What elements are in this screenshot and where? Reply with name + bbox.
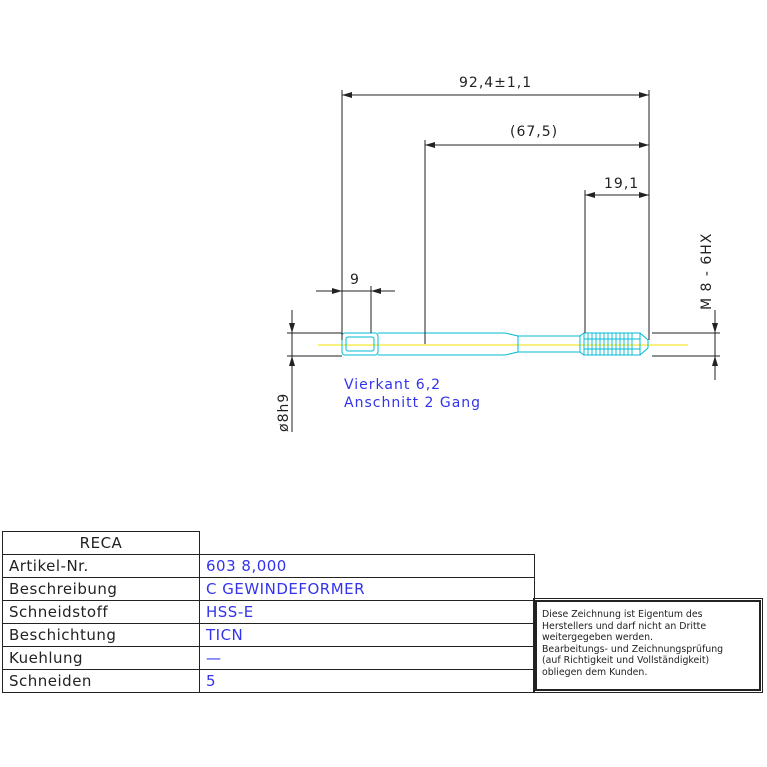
tool-body bbox=[341, 332, 649, 356]
note-chamfer: Anschnitt 2 Gang bbox=[344, 395, 481, 411]
disclaimer-line: Diese Zeichnung ist Eigentum des bbox=[542, 609, 703, 620]
disclaimer-line: (auf Richtigkeit und Vollständigkeit) bbox=[542, 655, 710, 666]
row-label: Kuehlung bbox=[2, 646, 200, 670]
table-row: Artikel-Nr. 603 8,000 bbox=[2, 554, 535, 578]
dim-overall-length-text: 92,4±1,1 bbox=[459, 75, 532, 91]
disclaimer-line: obliegen dem Kunden. bbox=[542, 666, 648, 678]
dim-square-length-text: 9 bbox=[350, 272, 360, 288]
row-label: Artikel-Nr. bbox=[2, 554, 200, 578]
row-label: Schneidstoff bbox=[2, 600, 200, 624]
dim-thread-length bbox=[584, 190, 649, 333]
brand-cell: RECA bbox=[2, 531, 200, 555]
row-label: Beschreibung bbox=[2, 577, 200, 601]
dim-thread-spec bbox=[652, 310, 720, 380]
disclaimer-line: weitergegeben werden. bbox=[542, 632, 654, 643]
table-row: Kuehlung — bbox=[2, 646, 535, 670]
disclaimer-box: Diese Zeichnung ist Eigentum des Herstel… bbox=[533, 598, 763, 693]
row-value: HSS-E bbox=[199, 600, 535, 624]
row-value: TICN bbox=[199, 623, 535, 647]
row-label: Schneiden bbox=[2, 669, 200, 693]
disclaimer-line: Herstellers und darf nicht an Dritte bbox=[542, 620, 707, 632]
row-value: C GEWINDEFORMER bbox=[199, 577, 535, 601]
row-label: Beschichtung bbox=[2, 623, 200, 647]
dim-overall-length bbox=[341, 90, 650, 340]
table-row: Schneidstoff HSS-E bbox=[2, 600, 535, 624]
dim-thread-to-shank bbox=[424, 140, 649, 344]
dim-shank-diameter-text: ø8h9 bbox=[276, 393, 292, 432]
table-row: Beschichtung TICN bbox=[2, 623, 535, 647]
row-value: 603 8,000 bbox=[199, 554, 535, 578]
dim-thread-to-shank-text: (67,5) bbox=[510, 124, 558, 140]
dim-shank-diameter bbox=[287, 310, 342, 432]
title-block: RECA Artikel-Nr. 603 8,000 Beschreibung … bbox=[2, 531, 535, 693]
note-square: Vierkant 6,2 bbox=[344, 377, 441, 393]
table-row: Schneiden 5 bbox=[2, 669, 535, 693]
table-row: Beschreibung C GEWINDEFORMER bbox=[2, 577, 535, 601]
row-value: — bbox=[199, 646, 535, 670]
dim-thread-spec-text: M 8 - 6HX bbox=[699, 233, 715, 310]
dim-square-length bbox=[316, 286, 395, 333]
row-value: 5 bbox=[199, 669, 535, 693]
dim-thread-length-text: 19,1 bbox=[604, 176, 639, 192]
disclaimer-line: Bearbeitungs- und Zeichnungsprüfung bbox=[542, 643, 724, 655]
